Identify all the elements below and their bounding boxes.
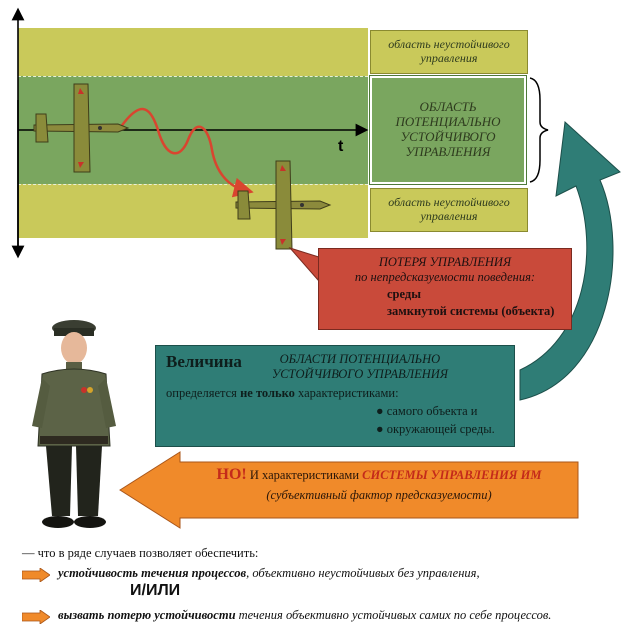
orange-arrow-icon <box>22 610 50 624</box>
bottom-intro: — что в ряде случаев позволяет обеспечит… <box>22 546 259 560</box>
magnitude-bullet-1: ● самого объекта и <box>376 404 478 418</box>
magnitude-heading: Величина <box>166 352 242 371</box>
orange-arrow-shape <box>119 451 579 529</box>
loss-subtitle: по непредсказуемости поведения: <box>354 270 536 284</box>
band-top-unstable <box>18 28 368 76</box>
airplane-icon <box>235 160 332 250</box>
bottom-item-1: устойчивость течения процессов, объектив… <box>58 566 480 580</box>
but-box: НО! И характеристиками СИСТЕМЫ УПРАВЛЕНИ… <box>180 466 578 514</box>
orange-arrow-svg <box>119 451 579 529</box>
loss-title: ПОТЕРЯ УПРАВЛЕНИЯ <box>378 255 512 269</box>
brace <box>529 77 549 183</box>
loss-of-control-box: ПОТЕРЯ УПРАВЛЕНИЯ по непредсказуемости п… <box>318 248 572 330</box>
soldier-figure <box>32 320 116 528</box>
magnitude-line: определяется не только характеристиками: <box>166 386 399 400</box>
but-subtext: (субъективный фактор предсказуемости) <box>266 488 492 502</box>
band-middle-label: ОБЛАСТЬ ПОТЕНЦИАЛЬНО УСТОЙЧИВОГО УПРАВЛЕ… <box>369 75 527 185</box>
bottom-item-2: вызвать потерю устойчивости течения объе… <box>58 608 552 622</box>
band-bottom-label: область неустойчивого управления <box>370 188 528 232</box>
loss-item-1: среды <box>387 287 421 301</box>
but-word: НО! <box>216 466 247 483</box>
magnitude-bullet-2: ● окружающей среды. <box>376 422 495 436</box>
loss-item-2: замкнутой системы (объекта) <box>387 304 555 318</box>
orange-arrow-icon <box>22 568 50 582</box>
magnitude-box: Величина ОБЛАСТИ ПОТЕНЦИАЛЬНО УСТОЙЧИВОГ… <box>155 345 515 447</box>
band-top-label: область неустойчивого управления <box>370 30 528 74</box>
band-bottom-unstable <box>18 184 368 238</box>
magnitude-heading-rest: ОБЛАСТИ ПОТЕНЦИАЛЬНО УСТОЙЧИВОГО УПРАВЛЕ… <box>271 352 448 381</box>
but-line: НО! И характеристиками СИСТЕМЫ УПРАВЛЕНИ… <box>216 466 542 483</box>
trajectory-line <box>118 107 254 198</box>
graph-svg <box>11 7 369 282</box>
dashed-line-top <box>18 76 368 77</box>
dashed-line-bottom <box>18 184 368 185</box>
t-axis-label: t <box>338 138 344 155</box>
airplane-icon <box>33 83 130 173</box>
bottom-andor: И/ИЛИ <box>130 582 181 599</box>
